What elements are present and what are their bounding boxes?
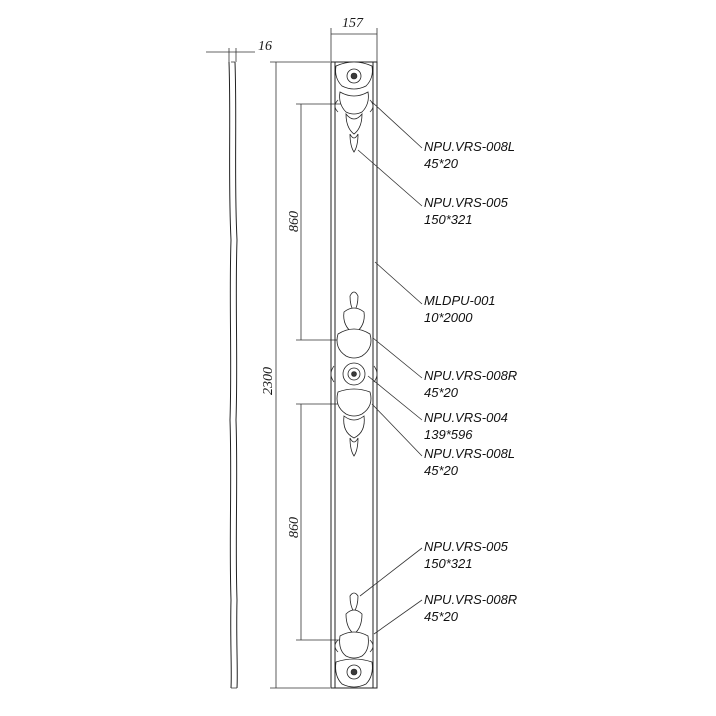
callout-code: NPU.VRS-008L bbox=[424, 139, 515, 154]
callout-5: NPU.VRS-004 139*596 bbox=[424, 410, 508, 442]
callout-code: NPU.VRS-005 bbox=[424, 195, 509, 210]
callout-size: 45*20 bbox=[424, 156, 459, 171]
width-label: 157 bbox=[342, 16, 364, 31]
callout-code: MLDPU-001 bbox=[424, 293, 496, 308]
bottom-ornament bbox=[334, 592, 374, 688]
callout-size: 45*20 bbox=[424, 609, 459, 624]
side-profile bbox=[228, 61, 238, 689]
depth-dimension: 16 bbox=[206, 39, 272, 62]
callout-code: NPU.VRS-004 bbox=[424, 410, 508, 425]
callout-code: NPU.VRS-008L bbox=[424, 446, 515, 461]
width-dimension: 157 bbox=[330, 16, 378, 62]
callout-size: 45*20 bbox=[424, 385, 459, 400]
callout-8: NPU.VRS-008R 45*20 bbox=[424, 592, 517, 624]
callout-size: 139*596 bbox=[424, 427, 473, 442]
callout-7: NPU.VRS-005 150*321 bbox=[424, 539, 509, 571]
depth-label: 16 bbox=[258, 39, 272, 54]
callout-size: 45*20 bbox=[424, 463, 459, 478]
top-ornament bbox=[334, 61, 374, 153]
callout-size: 150*321 bbox=[424, 212, 472, 227]
height-dimension: 2300 bbox=[261, 61, 330, 689]
leader-lines bbox=[357, 101, 423, 635]
lower-span-label: 860 bbox=[287, 517, 302, 538]
callout-code: NPU.VRS-008R bbox=[424, 368, 517, 383]
callout-2: NPU.VRS-005 150*321 bbox=[424, 195, 509, 227]
height-label: 2300 bbox=[261, 367, 276, 395]
callout-code: NPU.VRS-008R bbox=[424, 592, 517, 607]
lower-span-dimension: 860 bbox=[287, 403, 345, 641]
callout-6: NPU.VRS-008L 45*20 bbox=[424, 446, 515, 478]
callout-4: NPU.VRS-008R 45*20 bbox=[424, 368, 517, 400]
callout-3: MLDPU-001 10*2000 bbox=[424, 293, 496, 325]
callout-size: 10*2000 bbox=[424, 310, 473, 325]
upper-span-dimension: 860 bbox=[287, 103, 345, 341]
callout-1: NPU.VRS-008L 45*20 bbox=[424, 139, 515, 171]
callout-size: 150*321 bbox=[424, 556, 472, 571]
upper-span-label: 860 bbox=[287, 211, 302, 232]
callout-labels: NPU.VRS-008L 45*20 NPU.VRS-005 150*321 M… bbox=[424, 139, 517, 624]
center-ornament bbox=[330, 291, 378, 457]
callout-code: NPU.VRS-005 bbox=[424, 539, 509, 554]
